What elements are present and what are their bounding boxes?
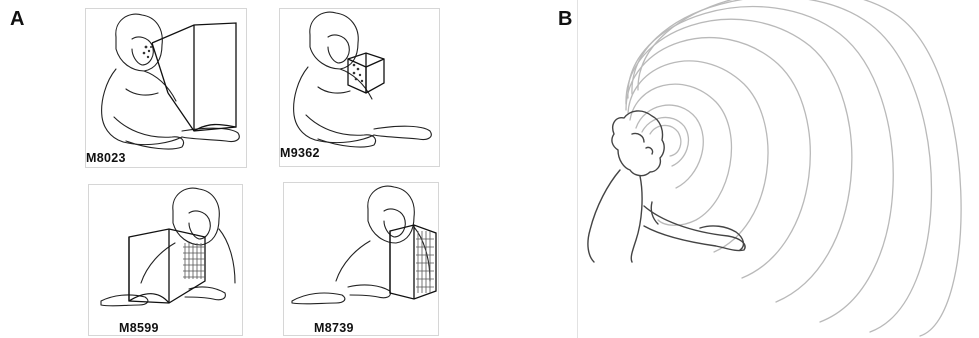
monkey-sketch-card: M9362 [279,8,440,167]
panel-b-label: B [558,8,572,31]
arc-6 [626,38,810,278]
arc-8 [628,7,893,322]
monkey-sketch-m8599 [89,185,242,335]
panel-b-diagram [580,0,979,338]
monkey-sketch-card: M8023 [85,8,247,168]
monkey-sketch-m9362 [280,9,439,166]
monkey-sketch-card: M8599 [88,184,243,336]
monkey-sketch-card: M8739 [283,182,439,336]
panel-divider [577,0,578,338]
arc-9 [632,0,932,332]
monkey-id-label: M8739 [314,321,354,335]
monkey-sketch-m8023 [86,9,246,167]
arc-4 [630,84,731,225]
arc-10 [638,0,961,336]
monkey-outline [588,111,745,262]
monkey-id-label: M8599 [119,321,159,335]
arc-field [626,0,961,336]
monkey-id-label: M9362 [280,146,320,160]
monkey-id-label: M8023 [86,151,126,165]
arc-1 [650,125,681,156]
monkey-sketch-m8739 [284,183,438,335]
panel-a-label: A [10,8,24,31]
